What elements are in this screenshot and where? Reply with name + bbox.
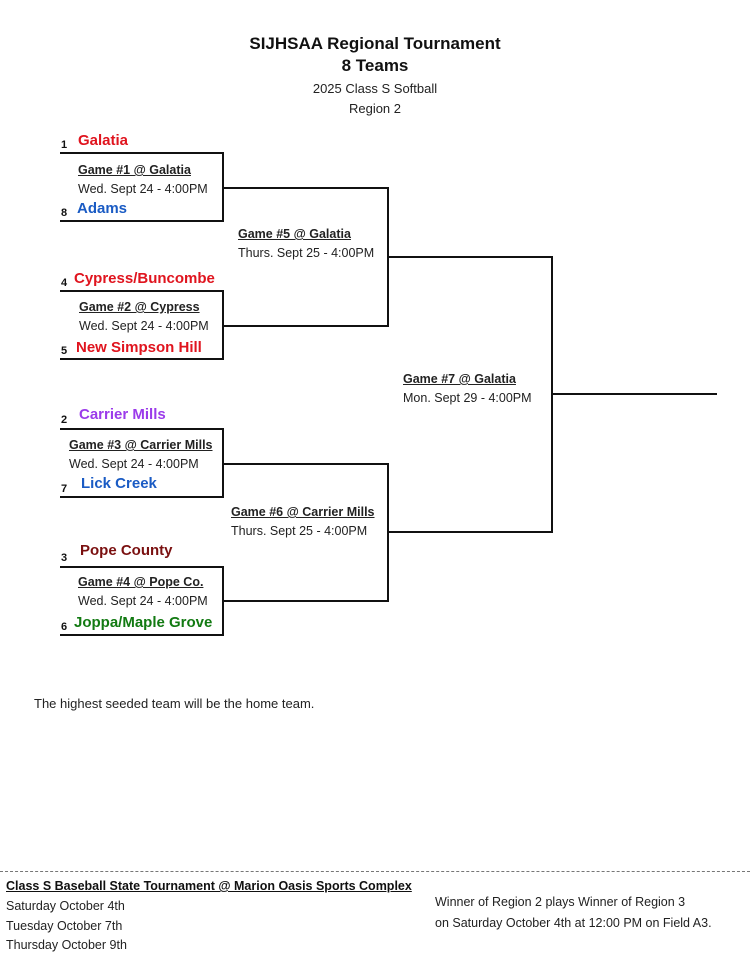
game-title: Game #7 @ Galatia bbox=[403, 372, 516, 386]
bracket-line bbox=[60, 358, 224, 360]
bracket-line bbox=[60, 634, 224, 636]
bracket-line bbox=[387, 531, 553, 533]
seed-number: 6 bbox=[61, 621, 68, 633]
game-time: Wed. Sept 24 - 4:00PM bbox=[78, 594, 208, 608]
bracket-line bbox=[60, 290, 224, 292]
bracket-line bbox=[60, 220, 224, 222]
tournament-date: Saturday October 4th bbox=[6, 899, 125, 913]
bracket-line bbox=[60, 496, 224, 498]
game-time: Wed. Sept 24 - 4:00PM bbox=[79, 319, 209, 333]
matchup-info: on Saturday October 4th at 12:00 PM on F… bbox=[435, 916, 712, 930]
sport-label: 2025 Class S Softball bbox=[312, 81, 438, 96]
matchup-info: Winner of Region 2 plays Winner of Regio… bbox=[435, 895, 686, 909]
game-title: Game #3 @ Carrier Mills bbox=[69, 438, 213, 452]
game-title: Game #5 @ Galatia bbox=[238, 227, 351, 241]
bracket-line bbox=[222, 325, 389, 327]
bracket-line bbox=[387, 256, 553, 258]
game-time: Thurs. Sept 25 - 4:00PM bbox=[231, 524, 368, 538]
seed-number: 7 bbox=[61, 483, 68, 495]
game-time: Thurs. Sept 25 - 4:00PM bbox=[238, 246, 375, 260]
game-title: Game #1 @ Galatia bbox=[78, 163, 191, 177]
game-title: Game #2 @ Cypress bbox=[79, 300, 200, 314]
bracket-line bbox=[222, 600, 389, 602]
region-label: Region 2 bbox=[348, 101, 402, 116]
seed-number: 3 bbox=[61, 552, 68, 564]
state-tournament-heading: Class S Baseball State Tournament @ Mari… bbox=[6, 879, 412, 893]
team-name: Joppa/Maple Grove bbox=[74, 614, 213, 631]
bracket-line bbox=[60, 566, 224, 568]
seed-number: 2 bbox=[61, 414, 68, 426]
game-time: Wed. Sept 24 - 4:00PM bbox=[78, 182, 208, 196]
team-name: Carrier Mills bbox=[79, 406, 166, 423]
game-time: Mon. Sept 29 - 4:00PM bbox=[403, 391, 532, 405]
tournament-date: Tuesday October 7th bbox=[6, 919, 123, 933]
seed-number: 4 bbox=[61, 277, 68, 289]
tournament-date: Thursday October 9th bbox=[6, 938, 127, 952]
game-title: Game #6 @ Carrier Mills bbox=[231, 505, 375, 519]
seed-number: 5 bbox=[61, 345, 68, 357]
page-title: SIJHSAA Regional Tournament bbox=[249, 34, 501, 53]
dashed-divider bbox=[0, 871, 750, 872]
team-name: Pope County bbox=[80, 542, 173, 559]
team-name: Adams bbox=[77, 200, 128, 217]
bracket-line bbox=[60, 152, 224, 154]
page-subtitle: 8 Teams bbox=[341, 56, 409, 75]
seed-number: 8 bbox=[61, 207, 68, 219]
bracket-line bbox=[222, 187, 389, 189]
bracket-line bbox=[551, 393, 717, 395]
seed-number: 1 bbox=[61, 139, 68, 151]
home-team-note: The highest seeded team will be the home… bbox=[34, 696, 315, 711]
team-name: Cypress/Buncombe bbox=[74, 270, 215, 287]
team-name: Lick Creek bbox=[81, 475, 157, 492]
team-name: New Simpson Hill bbox=[76, 339, 202, 356]
bracket-line bbox=[222, 463, 389, 465]
game-title: Game #4 @ Pope Co. bbox=[78, 575, 204, 589]
game-time: Wed. Sept 24 - 4:00PM bbox=[69, 457, 199, 471]
bracket-line bbox=[60, 428, 224, 430]
team-name: Galatia bbox=[78, 132, 129, 149]
